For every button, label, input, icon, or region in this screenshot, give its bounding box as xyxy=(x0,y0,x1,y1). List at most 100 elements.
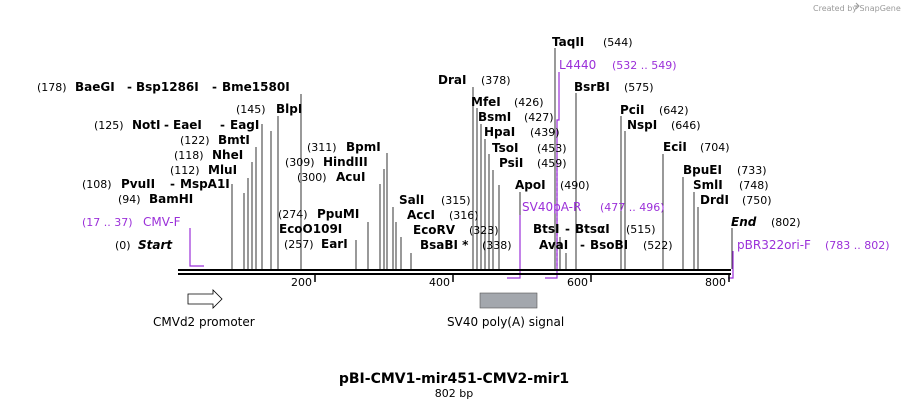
site-name[interactable]: BaeGI xyxy=(75,80,115,94)
site-name[interactable]: NspI xyxy=(627,118,657,132)
site-pos: (338) xyxy=(482,239,512,252)
site-pos: (544) xyxy=(603,36,633,49)
site-name[interactable]: BsmI xyxy=(478,110,511,124)
site-pos: (453) xyxy=(537,142,567,155)
site-name[interactable]: BsaBI * xyxy=(420,238,469,252)
site-name[interactable]: SmlI xyxy=(693,178,723,192)
site-connectors xyxy=(231,48,733,269)
site-name[interactable]: BsrBI xyxy=(574,80,610,94)
site-name[interactable]: DraI xyxy=(438,73,466,87)
sv40-polya-box[interactable] xyxy=(479,292,538,309)
site-pos: (575) xyxy=(624,81,654,94)
site-name[interactable]: PvuII xyxy=(121,177,155,191)
site-pos: (642) xyxy=(659,104,689,117)
site-name[interactable]: BsoBI xyxy=(590,238,628,252)
site-name[interactable]: EaeI xyxy=(173,118,202,132)
start-pos: (0) xyxy=(115,239,131,252)
site-name[interactable]: PsiI xyxy=(499,156,523,170)
tick-label: 600 xyxy=(567,276,588,289)
feature-label-cmvd2: CMVd2 promoter xyxy=(153,315,255,329)
primer-range: (477 .. 496) xyxy=(600,201,665,214)
site-name[interactable]: EciI xyxy=(663,140,687,154)
site-name[interactable]: BtsI xyxy=(533,222,560,236)
site-name[interactable]: TaqII xyxy=(552,35,584,49)
site-pos: (646) xyxy=(671,119,701,132)
primer-range: (783 .. 802) xyxy=(825,239,890,252)
primer-label-cmv-f[interactable]: CMV-F xyxy=(143,215,181,229)
site-pos: (426) xyxy=(514,96,544,109)
site-name[interactable]: MluI xyxy=(208,163,237,177)
tick-label: 400 xyxy=(429,276,450,289)
snapgene-logo-icon xyxy=(854,2,860,10)
primer-markers xyxy=(189,72,734,279)
site-name[interactable]: HpaI xyxy=(484,125,515,139)
site-pos: (427) xyxy=(524,111,554,124)
site-pos: (108) xyxy=(82,178,112,191)
site-name[interactable]: DrdI xyxy=(700,193,729,207)
site-name[interactable]: BamHI xyxy=(149,192,193,206)
site-pos: (315) xyxy=(441,194,471,207)
site-name[interactable]: MspA1I xyxy=(180,177,230,191)
site-name[interactable]: BpmI xyxy=(346,140,381,154)
site-name[interactable]: BtsαI xyxy=(575,222,610,236)
site-pos: (118) xyxy=(174,149,204,162)
site-name[interactable]: AcuI xyxy=(336,170,365,184)
site-pos: (522) xyxy=(643,239,673,252)
site-name[interactable]: NotI xyxy=(132,118,161,132)
map-title: pBI-CMV1-mir451-CMV2-mir1 xyxy=(339,371,569,387)
site-separator: - xyxy=(170,177,175,191)
site-name[interactable]: BmtI xyxy=(218,133,250,147)
site-pos: (145) xyxy=(236,103,266,116)
start-label: Start xyxy=(138,238,173,252)
site-pos: (122) xyxy=(180,134,210,147)
primer-label-pbr322ori-f[interactable]: pBR322ori-F xyxy=(737,238,811,252)
site-name[interactable]: Bsp1286I xyxy=(136,80,199,94)
site-separator: - xyxy=(212,80,217,94)
site-pos: (311) xyxy=(307,141,337,154)
site-pos: (378) xyxy=(481,74,511,87)
backbone xyxy=(178,269,731,275)
cmvd2-promoter-arrow[interactable] xyxy=(187,289,223,309)
site-name[interactable]: BlpI xyxy=(276,102,302,116)
site-name[interactable]: NheI xyxy=(212,148,243,162)
site-name[interactable]: EagI xyxy=(230,118,259,132)
primer-range: (532 .. 549) xyxy=(612,59,677,72)
site-separator: - xyxy=(127,80,132,94)
site-name[interactable]: BpuEI xyxy=(683,163,722,177)
site-name[interactable]: PpuMI xyxy=(317,207,359,221)
site-name[interactable]: SalI xyxy=(399,193,424,207)
site-pos: (733) xyxy=(737,164,767,177)
site-pos: (274) xyxy=(278,208,308,221)
site-pos: (257) xyxy=(284,238,314,251)
site-pos: (94) xyxy=(118,193,141,206)
site-pos: (459) xyxy=(537,157,567,170)
site-name[interactable]: EcoRV xyxy=(413,223,456,237)
site-name[interactable]: AccI xyxy=(407,208,435,222)
site-name[interactable]: MfeI xyxy=(471,95,501,109)
site-name[interactable]: EarI xyxy=(321,237,348,251)
primer-label-sv40pa-r[interactable]: SV40pA-R xyxy=(522,200,581,214)
site-pos: (309) xyxy=(285,156,315,169)
site-name[interactable]: ApoI xyxy=(515,178,546,192)
site-separator: - xyxy=(220,118,225,132)
site-pos: (750) xyxy=(742,194,772,207)
feature-label-sv40: SV40 poly(A) signal xyxy=(447,315,564,329)
site-name[interactable]: TsoI xyxy=(492,141,518,155)
primer-range: (17 .. 37) xyxy=(82,216,133,229)
site-name[interactable]: EcoO109I xyxy=(279,222,342,236)
site-name[interactable]: Bme1580I xyxy=(222,80,290,94)
site-name[interactable]: PciI xyxy=(620,103,645,117)
site-pos: (112) xyxy=(170,164,200,177)
site-name[interactable]: AvaI xyxy=(539,238,568,252)
site-pos: (178) xyxy=(37,81,67,94)
primer-label-l4440[interactable]: L4440 xyxy=(559,58,596,72)
end-label: End xyxy=(731,215,757,229)
site-name[interactable]: HindIII xyxy=(323,155,368,169)
site-pos: (323) xyxy=(469,224,499,237)
tick-label: 800 xyxy=(705,276,726,289)
site-pos: (704) xyxy=(700,141,730,154)
site-separator: - xyxy=(164,118,169,132)
site-pos: (748) xyxy=(739,179,769,192)
tick-label: 200 xyxy=(291,276,312,289)
